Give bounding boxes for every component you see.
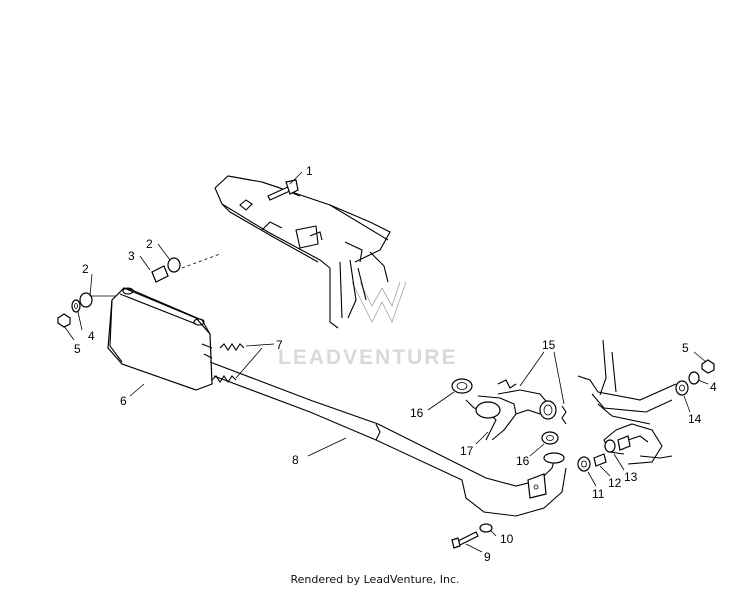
gasket-part-16-lower xyxy=(541,431,559,445)
callout-13: 13 xyxy=(624,470,638,484)
spacer-part-3 xyxy=(151,257,181,283)
bolt-part-9 xyxy=(451,523,493,549)
left-mount-hardware xyxy=(57,292,93,328)
callout-6: 6 xyxy=(120,394,127,408)
callout-17: 17 xyxy=(460,444,474,458)
callout-14: 14 xyxy=(688,412,702,426)
callout-15: 15 xyxy=(542,338,556,352)
watermark-text: LEADVENTURE xyxy=(278,346,458,369)
callout-2-left: 2 xyxy=(82,262,89,276)
callout-4-right: 4 xyxy=(710,380,717,394)
frame-upper xyxy=(214,175,391,329)
bolt-part-1 xyxy=(267,179,299,201)
callout-7: 7 xyxy=(276,338,283,352)
muffler-part-6 xyxy=(107,287,213,391)
spring-part-7 xyxy=(211,343,245,383)
callout-2-upper: 2 xyxy=(146,237,153,251)
callout-10: 10 xyxy=(500,532,514,546)
callout-12: 12 xyxy=(608,476,622,490)
callout-16-lower: 16 xyxy=(516,454,530,468)
right-mount-hardware xyxy=(577,435,631,472)
watermark-logo xyxy=(351,281,407,324)
right-upper-hardware xyxy=(675,359,715,396)
callout-16-upper: 16 xyxy=(410,406,424,420)
exhaust-pipe-part-8 xyxy=(209,361,567,517)
gasket-part-16-upper xyxy=(451,378,473,394)
callout-4-left: 4 xyxy=(88,329,95,343)
callout-8: 8 xyxy=(292,453,299,467)
footer-credit: Rendered by LeadVenture, Inc. xyxy=(290,573,460,586)
coupler-pipe-part-17 xyxy=(465,379,567,441)
callout-5-right: 5 xyxy=(682,341,689,355)
callout-11: 11 xyxy=(592,487,605,501)
callout-9: 9 xyxy=(484,550,491,564)
callout-1: 1 xyxy=(306,164,313,178)
callout-5-left: 5 xyxy=(74,342,81,356)
callout-3: 3 xyxy=(128,249,135,263)
leader-lines xyxy=(63,171,709,553)
